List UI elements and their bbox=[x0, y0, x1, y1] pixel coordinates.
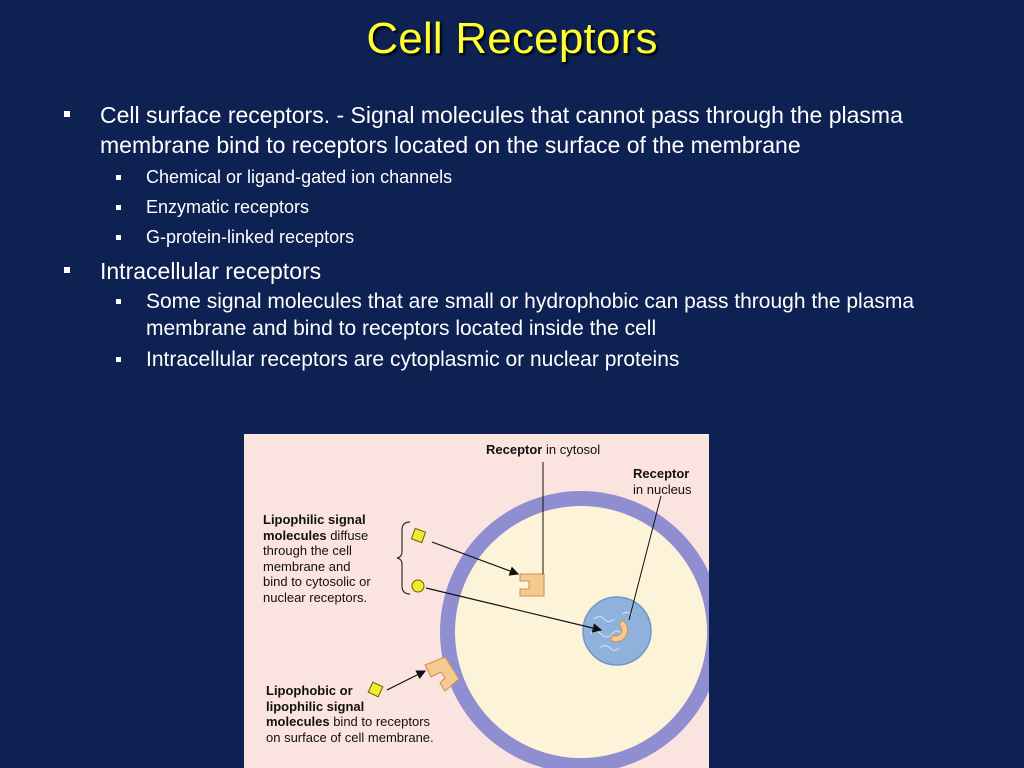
signal-molecule-circle bbox=[411, 579, 425, 593]
bullet-text: Cell surface receptors. - Signal molecul… bbox=[100, 102, 903, 158]
bullet-marker bbox=[64, 267, 70, 273]
slide-title: Cell Receptors bbox=[366, 14, 658, 63]
arrow-to-cytosolic-receptor bbox=[431, 541, 520, 576]
arrow-to-nuclear-receptor bbox=[425, 587, 603, 633]
bullet-text: Intracellular receptors bbox=[100, 258, 322, 284]
sub-bullet-cytoplasmic-nuclear: Intracellular receptors are cytoplasmic … bbox=[62, 346, 982, 373]
sub-bullet-marker bbox=[116, 299, 121, 304]
bullet-list: Cell surface receptors. - Signal molecul… bbox=[62, 100, 982, 377]
sub-bullet-text: G-protein-linked receptors bbox=[146, 227, 355, 247]
label-receptor-in-cytosol: Receptor in cytosol bbox=[486, 442, 601, 457]
sub-bullet-marker bbox=[116, 235, 121, 240]
sub-bullet-ion-channels: Chemical or ligand-gated ion channels bbox=[62, 162, 982, 192]
sub-bullet-text: Some signal molecules that are small or … bbox=[146, 290, 915, 340]
sub-bullet-text: Chemical or ligand-gated ion channels bbox=[146, 167, 453, 187]
sub-bullet-text: Enzymatic receptors bbox=[146, 197, 310, 217]
sub-bullet-marker bbox=[116, 357, 121, 362]
surface-receptor bbox=[424, 656, 460, 692]
cytoplasm bbox=[455, 506, 707, 758]
leader-nucleus bbox=[628, 495, 662, 621]
arrow-to-surface-receptor bbox=[386, 670, 427, 691]
sub-bullet-g-protein: G-protein-linked receptors bbox=[62, 222, 982, 252]
cell-diagram bbox=[367, 462, 709, 768]
nuclear-receptor bbox=[609, 619, 629, 643]
label-lipophilic-signal-molecules: Lipophilic signal molecules diffuse thro… bbox=[263, 512, 371, 605]
bullet-marker bbox=[64, 111, 70, 117]
sub-bullet-small-hydrophobic: Some signal molecules that are small or … bbox=[62, 288, 982, 342]
label-lipophobic-signal-molecules: Lipophobic or lipophilic signal molecule… bbox=[266, 683, 434, 745]
signal-molecule-surface bbox=[367, 681, 384, 698]
bracket bbox=[396, 521, 411, 595]
sub-bullet-text: Intracellular receptors are cytoplasmic … bbox=[146, 348, 680, 371]
bullet-intracellular-receptors: Intracellular receptors bbox=[62, 256, 982, 286]
sub-bullet-enzymatic: Enzymatic receptors bbox=[62, 192, 982, 222]
signal-molecule-square bbox=[410, 527, 427, 544]
sub-bullet-marker bbox=[116, 205, 121, 210]
sub-bullet-marker bbox=[116, 175, 121, 180]
bullet-cell-surface-receptors: Cell surface receptors. - Signal molecul… bbox=[62, 100, 982, 160]
cytosolic-receptor bbox=[519, 573, 545, 597]
